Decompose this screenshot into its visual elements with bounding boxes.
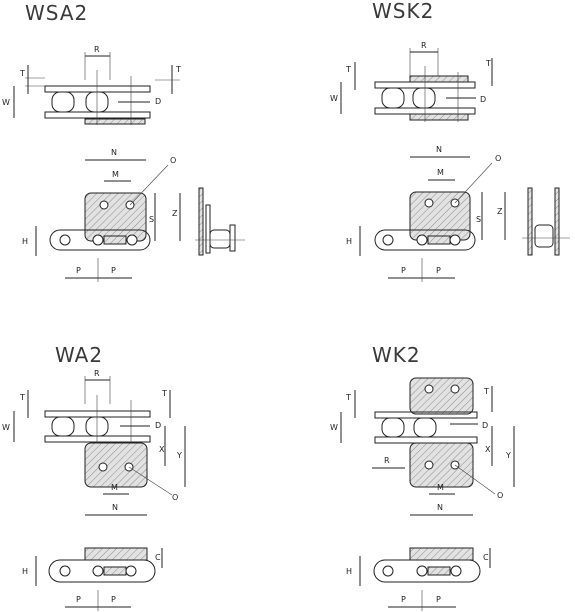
variant-wsk2: WSK2 R T T W D N M [330,0,570,282]
dim-D-wa2: D [155,421,161,430]
dim-P-wsa2-2: P [111,266,116,275]
dim-R-wk2: R [384,456,390,465]
dim-H-wa2: H [22,567,28,576]
dim-W-wsk2: W [330,94,338,103]
variant-wk2: WK2 O T T W D R M N [330,343,515,611]
dim-P-wsk2-1: P [401,266,406,275]
wk2-side-view: C H P P [346,547,491,611]
dim-H-wk2: H [346,567,352,576]
dim-T-wa2-right: T [161,389,167,398]
title-wa2: WA2 [55,343,103,367]
dim-W-wa2: W [2,423,10,432]
dim-C-wa2: C [155,553,161,562]
wa2-top-view: R T T W D O M N X Y [2,369,186,516]
dim-O-wk2: O [497,491,503,500]
variant-wa2: WA2 R T T W D O M [2,343,186,611]
dim-P-wk2-1: P [401,595,406,604]
wsk2-top-view: R T T W D [330,41,493,122]
dim-S-wsa2: S [149,215,154,224]
dim-T-wsa2-right: T [175,65,181,74]
dim-R-wsa2: R [94,45,100,54]
wsa2-side-view: N M O S Z H P P [22,148,245,282]
variant-wsa2: WSA2 R T T W D [2,1,245,282]
dim-R-wsk2: R [421,41,427,50]
dim-T-wsk2-left: T [345,65,351,74]
dim-Y-wk2: Y [505,451,511,460]
dim-D-wsa2: D [155,97,161,106]
dim-D-wsk2: D [480,95,486,104]
dim-T-wsa2-left: T [19,69,25,78]
dim-P-wk2-2: P [436,595,441,604]
dim-P-wa2-1: P [76,595,81,604]
dim-N-wa2: N [112,503,118,512]
dim-T-wa2-left: T [19,393,25,402]
dim-S-wsk2: S [476,215,481,224]
dim-C-wk2: C [483,553,489,562]
dim-H-wsk2: H [346,237,352,246]
wk2-top-view: O T T W D R M N X Y [330,377,515,516]
title-wsk2: WSK2 [372,0,434,23]
dim-X-wa2: X [159,445,165,454]
dim-D-wk2: D [482,421,488,430]
dim-T-wk2-left: T [345,393,351,402]
dim-Z-wsa2: Z [172,209,178,218]
dim-Y-wa2: Y [176,451,182,460]
wa2-side-view: C H P P [22,547,163,611]
title-wk2: WK2 [372,343,421,367]
dim-H-wsa2: H [22,237,28,246]
dim-N-wsk2: N [436,145,442,154]
dim-N-wsa2: N [111,148,117,157]
dim-M-wa2: M [111,483,118,492]
dim-W-wk2: W [330,423,338,432]
dim-P-wsa2-1: P [76,266,81,275]
dim-Z-wsk2: Z [497,207,503,216]
dim-R-wa2: R [94,369,100,378]
wsk2-side-view: N M O S Z H P P [346,145,570,282]
dim-X-wk2: X [485,445,491,454]
dim-M-wsa2: M [112,170,119,179]
dim-N-wk2: N [437,503,443,512]
dim-P-wsk2-2: P [436,266,441,275]
dim-T-wsk2-right: T [485,59,491,68]
dim-M-wk2: M [437,483,444,492]
title-wsa2: WSA2 [25,1,88,25]
wsa2-top-view: R T T W D [2,45,181,125]
dim-W-wsa2: W [2,98,10,107]
dim-O-wa2: O [172,493,178,502]
dim-M-wsk2: M [437,168,444,177]
dim-O-wsa2: O [170,156,176,165]
dim-O-wsk2: O [495,154,501,163]
dim-T-wk2-right: T [483,387,489,396]
dim-P-wa2-2: P [111,595,116,604]
